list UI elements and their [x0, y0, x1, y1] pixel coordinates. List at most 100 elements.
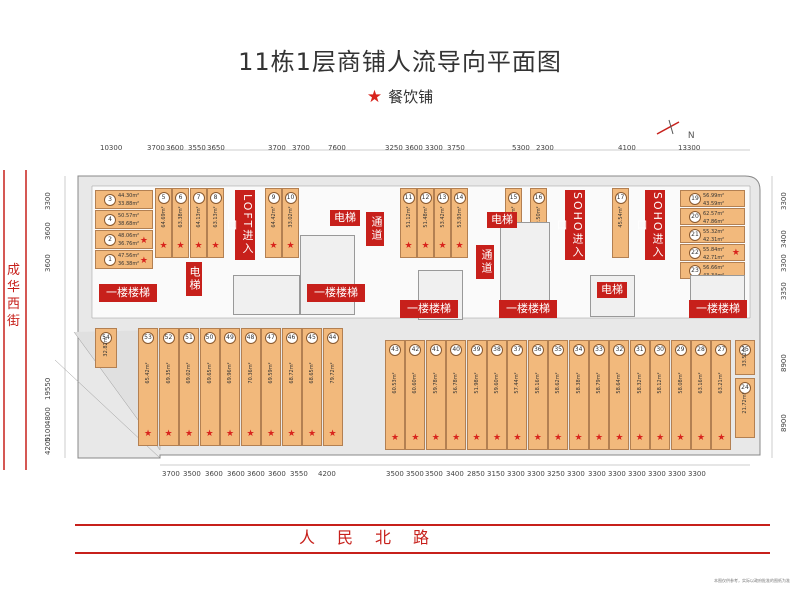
dimension-label: 3300	[507, 470, 525, 478]
shop-number: 42	[409, 344, 422, 356]
star-icon: ★	[438, 241, 447, 251]
legend: ★餐饮铺	[0, 86, 800, 107]
shop-area: 68.72m²	[288, 362, 295, 384]
dimension-label: 3300	[688, 470, 706, 478]
stair-core	[233, 275, 300, 315]
shop-number: 13	[436, 192, 449, 204]
shop-area: 48.06m²	[118, 233, 140, 239]
shop-area: 55.32m²	[703, 229, 725, 235]
shop-number: 11	[402, 192, 415, 204]
star-icon: ★	[696, 433, 706, 443]
shop-area: 58.64m²	[616, 371, 623, 394]
shop-number: 12	[419, 192, 432, 204]
shop-number: 46	[285, 332, 298, 344]
star-icon: ★	[492, 433, 502, 443]
dimension-label: 3300	[648, 470, 666, 478]
footnote: 本图仅供参考，实际以政府批准的图纸为准	[714, 578, 790, 583]
shop-number: 17	[614, 192, 627, 204]
road-label: 人民北路	[275, 527, 475, 549]
elevator-label: 电梯	[487, 212, 517, 228]
dimension-label: 3550	[290, 470, 308, 478]
shop-area: 51.98m²	[473, 371, 480, 394]
shop-area: 56.66m²	[703, 265, 725, 271]
shop-number: 50	[203, 332, 216, 344]
stair-label: 一楼楼梯	[400, 300, 458, 318]
dimension-label: 3150	[487, 470, 505, 478]
star-icon: ★	[431, 433, 440, 443]
elevator-label: 电梯	[330, 210, 360, 226]
stair-core	[300, 235, 355, 315]
dimension-label: 3300	[44, 192, 52, 210]
star-icon: ★	[717, 433, 726, 443]
shop-number: 8	[209, 192, 222, 204]
dimension-label: 3300	[668, 470, 686, 478]
shop-number: 44	[326, 332, 339, 344]
shop-number: 23	[689, 264, 701, 277]
compass-icon: N	[655, 118, 695, 141]
compass-label: N	[687, 131, 695, 141]
dimension-label: 3600	[166, 144, 184, 152]
shop-area: 47.86m²	[703, 219, 725, 225]
star-icon: ★	[411, 433, 420, 443]
shop-area: 68.65m²	[309, 362, 315, 384]
shop-area: 79.72m²	[329, 362, 336, 384]
star-icon: ★	[421, 241, 430, 251]
shop-number: 38	[491, 344, 503, 356]
shop-number: 36	[531, 344, 544, 356]
star-icon: ★	[164, 429, 173, 439]
shop-number: 45	[306, 332, 318, 344]
star-icon: ★	[184, 429, 194, 439]
stair-label: 一楼楼梯	[307, 284, 365, 302]
shop-number: 47	[265, 332, 277, 344]
dimension-label: 3600	[405, 144, 423, 152]
dimension-label: 7600	[328, 144, 346, 152]
shop-number: 10	[284, 192, 297, 204]
dimension-label: 3700	[268, 144, 286, 152]
shop-number: 39	[470, 344, 483, 356]
dimension-label: 3700	[162, 470, 180, 478]
elevator-label: 电梯	[186, 262, 202, 296]
dimension-label: 3600	[44, 222, 52, 240]
shop-area: 70.36m²	[247, 362, 254, 384]
dimension-label: 3300	[780, 192, 788, 210]
shop-area: 59.60m²	[494, 371, 500, 394]
star-icon: ★	[533, 433, 542, 443]
star-icon: ★	[554, 433, 563, 443]
dimension-label: 3500	[183, 470, 201, 478]
shop-area: 55.84m²	[703, 247, 725, 253]
star-icon: ★	[472, 433, 481, 443]
shop-area: 69.35m²	[165, 362, 172, 384]
shop-area: 69.02m²	[186, 362, 192, 384]
page-title: 11栋1层商铺人流导向平面图	[238, 48, 562, 76]
dimension-label: 3550	[188, 144, 206, 152]
shop-area: 63.16m²	[698, 371, 704, 394]
shop-area: 56.78m²	[453, 371, 460, 394]
west-street	[3, 170, 27, 470]
shop-area: 43.59m²	[703, 201, 725, 207]
west-street-char: 西	[7, 297, 21, 312]
dimension-label: 3600	[247, 470, 265, 478]
star-icon: ★	[194, 241, 203, 251]
shop-area: 53.42m²	[439, 205, 446, 228]
star-icon: ★	[143, 429, 153, 439]
shop-area: 51.12m²	[405, 205, 412, 228]
shop-number: 43	[389, 344, 401, 356]
shop-area: 69.59m²	[268, 362, 274, 384]
